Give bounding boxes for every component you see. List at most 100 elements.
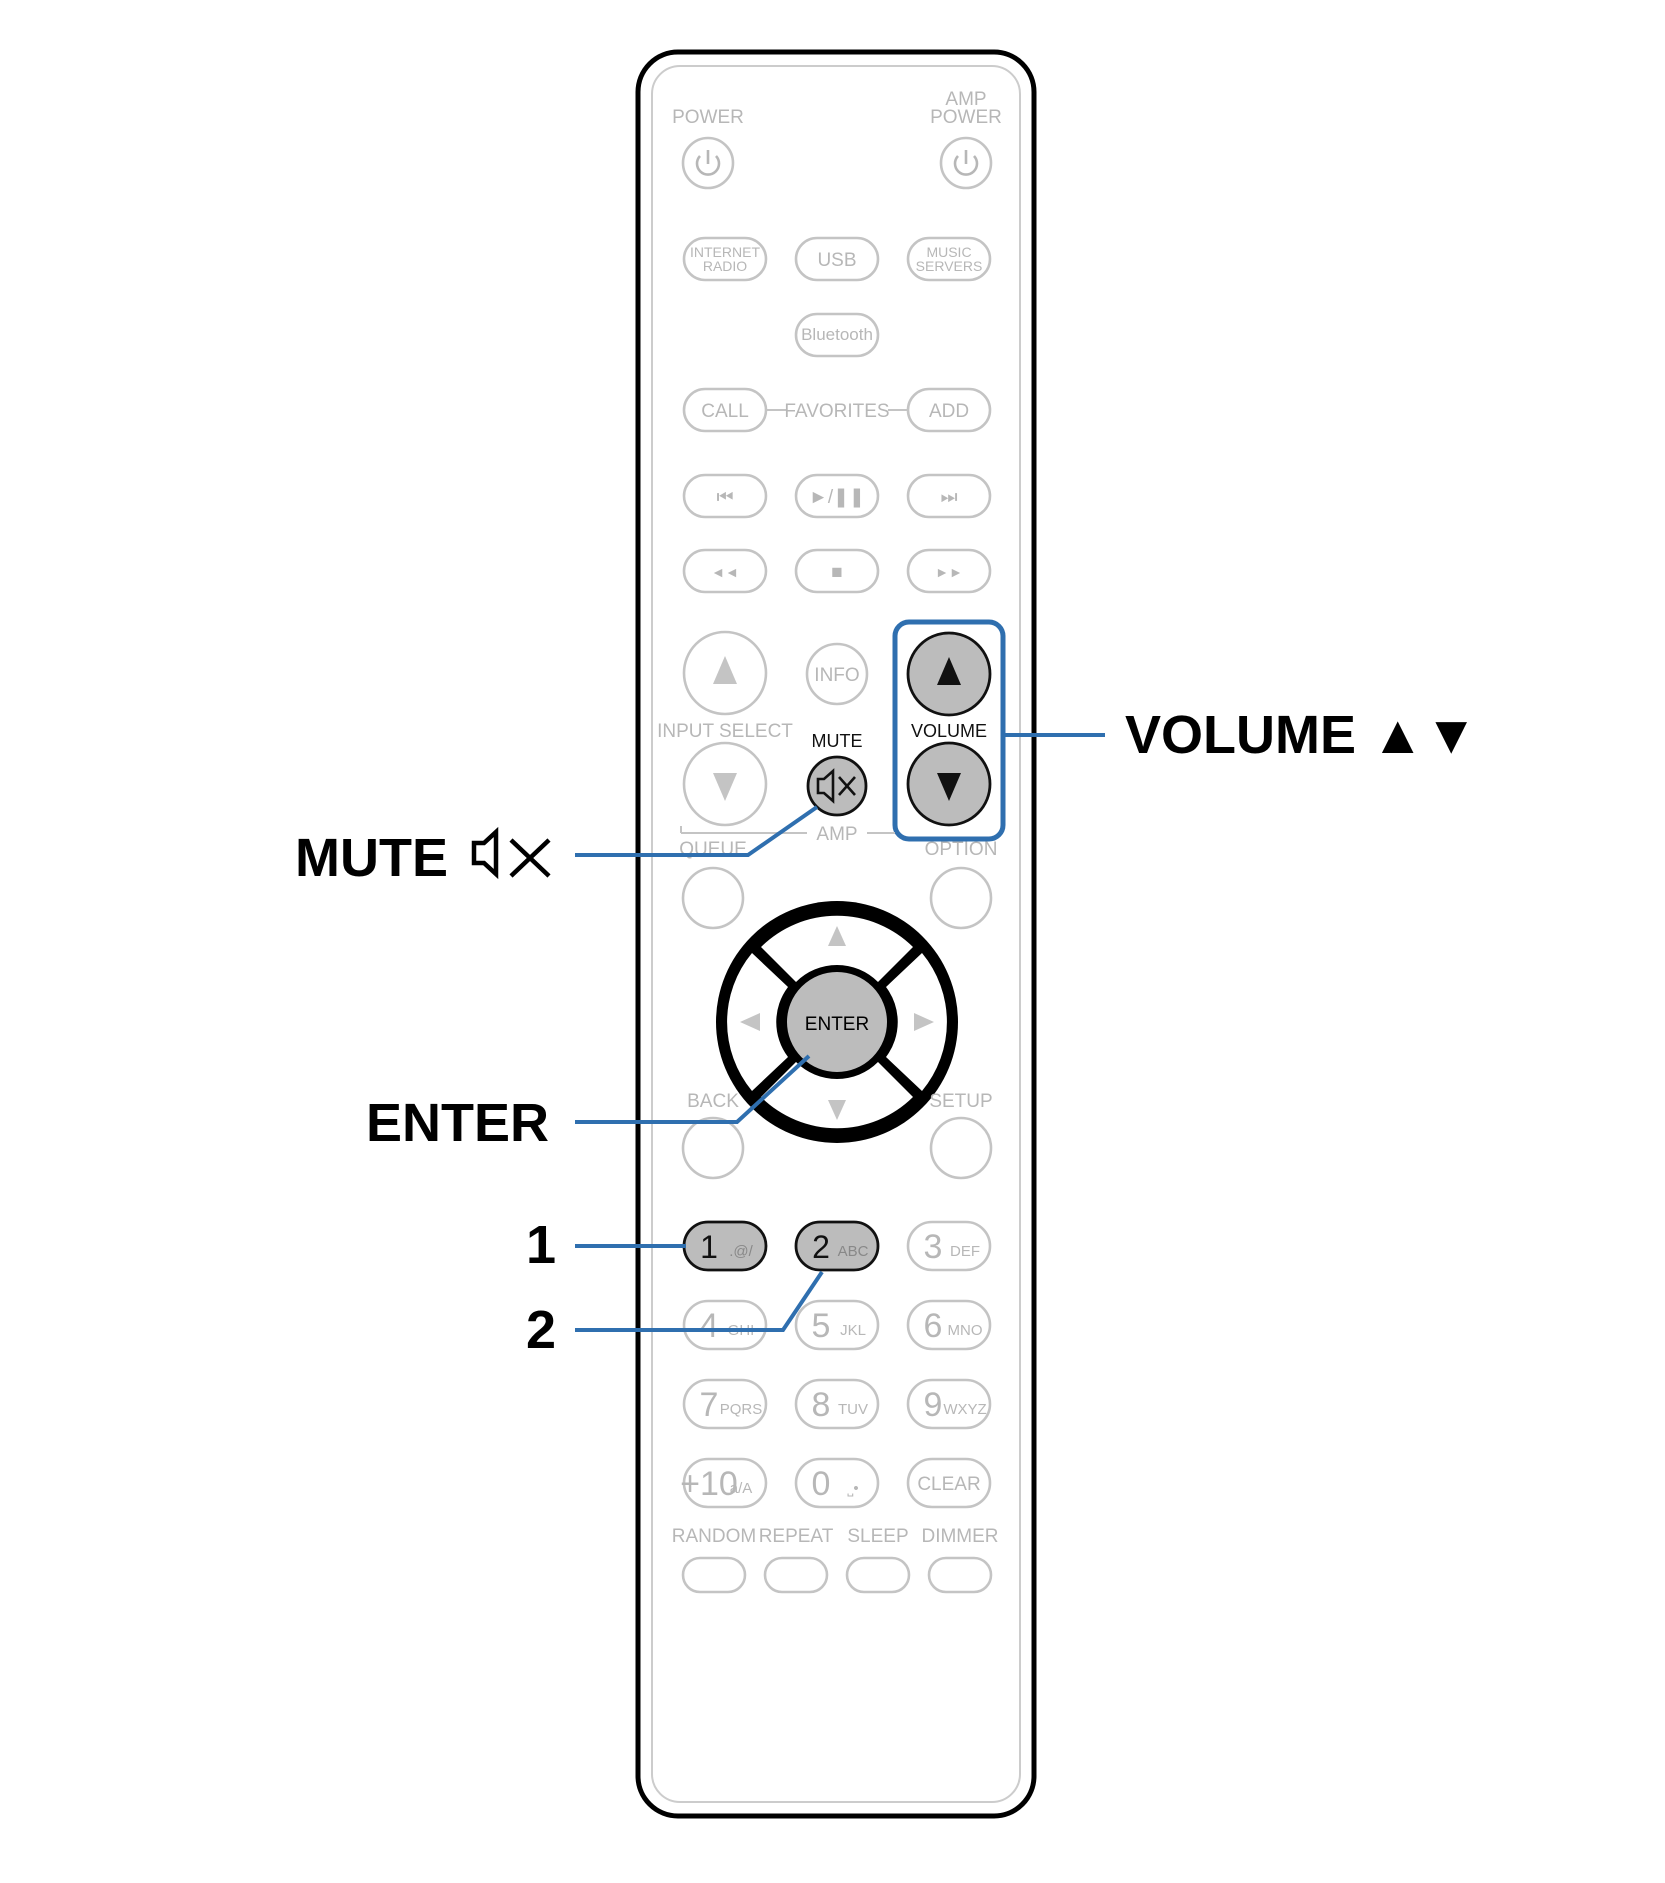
- fast-forward-icon: ►►: [935, 564, 963, 580]
- key-letters-label: ABC: [838, 1243, 869, 1260]
- key-6-button[interactable]: [906, 1299, 992, 1351]
- dpad-up-button[interactable]: [761, 915, 913, 982]
- option-label: OPTION: [925, 839, 998, 860]
- key-letters-label: PQRS: [720, 1401, 763, 1418]
- key-digit-label: 2: [812, 1229, 830, 1265]
- dpad-down-button[interactable]: [761, 1062, 913, 1129]
- setup-button[interactable]: [929, 1116, 993, 1180]
- key-9-button[interactable]: [906, 1378, 992, 1430]
- sleep-label: SLEEP: [847, 1526, 908, 1547]
- dimmer-button[interactable]: [927, 1556, 993, 1594]
- internet-radio-button[interactable]: [682, 236, 768, 282]
- amp-label: AMP: [816, 824, 857, 845]
- mute-callout-speaker-icon: [471, 826, 551, 880]
- volume-callout: VOLUME ▲▼: [1125, 705, 1478, 765]
- speaker-muted-icon: [816, 768, 856, 804]
- key-letters-label: a/A: [730, 1480, 753, 1497]
- add-label: ADD: [929, 401, 969, 422]
- info-button[interactable]: [805, 642, 869, 706]
- music-servers-label-2: SERVERS: [916, 258, 983, 274]
- key-digit-label: 9: [924, 1386, 943, 1424]
- dimmer-label: DIMMER: [921, 1526, 998, 1547]
- favorites-label: FAVORITES: [784, 401, 889, 422]
- key-4-button[interactable]: [682, 1299, 768, 1351]
- bluetooth-button[interactable]: [794, 312, 880, 358]
- rewind-icon: ◄◄: [711, 564, 739, 580]
- key-digit-label: 3: [924, 1228, 943, 1266]
- rewind-button[interactable]: [682, 548, 768, 594]
- key-3-button[interactable]: [906, 1220, 992, 1272]
- usb-label: USB: [817, 250, 856, 271]
- key-letters-label: DEF: [950, 1243, 980, 1260]
- option-button[interactable]: [929, 866, 993, 930]
- key-2-leader-line: [575, 1270, 824, 1332]
- key-letters-label: TUV: [838, 1401, 868, 1418]
- repeat-label: REPEAT: [759, 1526, 834, 1547]
- back-label: BACK: [687, 1091, 739, 1112]
- key-digit-label: 4: [700, 1307, 719, 1345]
- key-digit-label: CLEAR: [917, 1474, 980, 1495]
- key-digit-label: +10: [680, 1465, 738, 1503]
- usb-button[interactable]: [794, 236, 880, 282]
- key-1-button[interactable]: [682, 1220, 768, 1272]
- key-12-button[interactable]: [906, 1457, 992, 1509]
- key-2-callout: 2: [526, 1300, 556, 1360]
- music-servers-label-1: MUSIC: [926, 244, 971, 260]
- mute-leader-line: [575, 805, 819, 857]
- key-1-callout: 1: [526, 1215, 556, 1275]
- stop-button[interactable]: [794, 548, 880, 594]
- add-button[interactable]: [906, 387, 992, 433]
- dpad-up-icon: [828, 926, 846, 946]
- key-letters-label: JKL: [840, 1322, 866, 1339]
- key-letters-label: WXYZ: [943, 1401, 986, 1418]
- key-10-button[interactable]: [682, 1457, 768, 1509]
- internet-radio-label-2: RADIO: [703, 258, 747, 274]
- volume-label: VOLUME: [911, 721, 987, 741]
- random-label: RANDOM: [672, 1526, 756, 1547]
- key-digit-label: 5: [812, 1307, 831, 1345]
- volume-up-icon: [937, 657, 961, 685]
- volume-highlight-box: [892, 619, 1006, 842]
- sleep-button[interactable]: [845, 1556, 911, 1594]
- bluetooth-label: Bluetooth: [801, 325, 873, 344]
- key-digit-label: 6: [924, 1307, 943, 1345]
- mute-label: MUTE: [812, 731, 863, 751]
- key-letters-label: MNO: [948, 1322, 983, 1339]
- key-7-button[interactable]: [682, 1378, 768, 1430]
- key-2-button[interactable]: [794, 1220, 880, 1272]
- enter-leader-line: [575, 1054, 811, 1124]
- stop-icon: ■: [831, 562, 842, 583]
- queue-button[interactable]: [681, 866, 745, 930]
- enter-callout: ENTER: [366, 1093, 549, 1153]
- info-label: INFO: [814, 665, 859, 686]
- random-button[interactable]: [681, 1556, 747, 1594]
- skip-forward-icon: ⏭: [940, 487, 957, 508]
- dpad-right-icon: [914, 1013, 934, 1031]
- enter-button[interactable]: [781, 966, 893, 1078]
- key-letters-label: ⎵•: [847, 1480, 858, 1497]
- key-8-button[interactable]: [794, 1378, 880, 1430]
- music-servers-button[interactable]: [906, 236, 992, 282]
- internet-radio-label-1: INTERNET: [690, 244, 760, 260]
- skip-back-icon: ⏮: [716, 487, 733, 508]
- input-select-up-icon: [713, 656, 737, 684]
- repeat-button[interactable]: [763, 1556, 829, 1594]
- key-digit-label: 8: [812, 1386, 831, 1424]
- mute-button[interactable]: [806, 755, 868, 817]
- remote-inner-edge: [651, 65, 1021, 1803]
- power-icon: [695, 150, 721, 176]
- call-label: CALL: [701, 401, 749, 422]
- play-pause-button[interactable]: [794, 473, 880, 519]
- skip-back-button[interactable]: [682, 473, 768, 519]
- skip-forward-button[interactable]: [906, 473, 992, 519]
- volume-down-icon: [937, 773, 961, 801]
- key-letters-label: .@/: [729, 1243, 753, 1260]
- input-select-down-icon: [713, 773, 737, 801]
- key-5-button[interactable]: [794, 1299, 880, 1351]
- fast-forward-button[interactable]: [906, 548, 992, 594]
- key-11-button[interactable]: [794, 1457, 880, 1509]
- back-button[interactable]: [681, 1116, 745, 1180]
